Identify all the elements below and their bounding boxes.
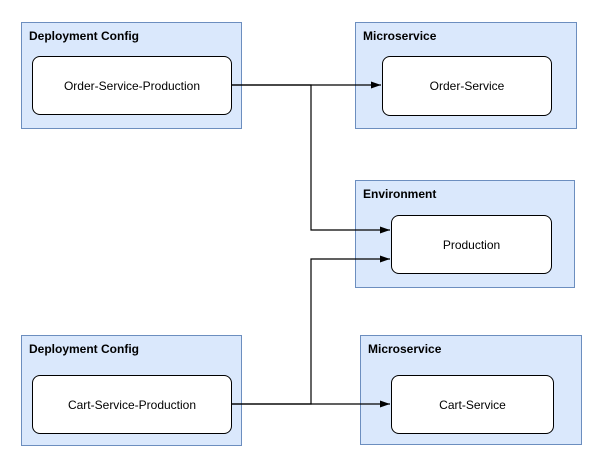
node-label: Cart-Service <box>439 397 506 412</box>
group-label: Microservice <box>363 29 437 43</box>
node-label: Order-Service-Production <box>63 78 201 93</box>
group-microservice-order[interactable]: Microservice Order-Service <box>355 22 577 129</box>
group-deployment-config-order[interactable]: Deployment Config Order-Service-Producti… <box>21 22 242 129</box>
group-label: Microservice <box>368 342 442 356</box>
node-cart-service-production[interactable]: Cart-Service-Production <box>32 375 232 434</box>
node-label: Cart-Service-Production <box>67 397 197 412</box>
group-label: Deployment Config <box>29 29 139 43</box>
node-label: Production <box>442 237 501 252</box>
node-production[interactable]: Production <box>391 215 552 274</box>
group-deployment-config-cart[interactable]: Deployment Config Cart-Service-Productio… <box>21 335 242 446</box>
group-label: Deployment Config <box>29 342 139 356</box>
group-microservice-cart[interactable]: Microservice Cart-Service <box>360 335 582 445</box>
node-order-service[interactable]: Order-Service <box>382 56 552 116</box>
node-order-service-production[interactable]: Order-Service-Production <box>32 56 232 115</box>
node-cart-service[interactable]: Cart-Service <box>391 375 554 434</box>
node-label: Order-Service <box>429 79 505 93</box>
group-label: Environment <box>363 187 437 201</box>
group-environment[interactable]: Environment Production <box>355 180 575 288</box>
